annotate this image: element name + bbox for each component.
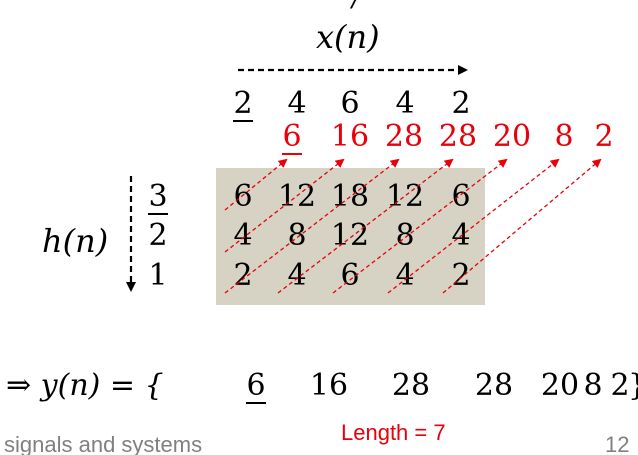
- product-cell: 8: [287, 218, 306, 253]
- product-cell: 2: [451, 258, 470, 293]
- diagonal-sum: 28: [439, 119, 477, 154]
- diagonal-sum: 8: [554, 119, 573, 154]
- product-cell: 8: [395, 218, 414, 253]
- product-grid: 6121812648128424642: [233, 179, 470, 293]
- footer-course-title: signals and systems: [4, 432, 202, 455]
- diagonal-arrow: [224, 158, 288, 211]
- result-value: 6: [246, 368, 265, 403]
- product-cell: 4: [287, 258, 306, 293]
- length-label: Length = 7: [341, 420, 446, 445]
- diagonal-sum: 6: [282, 119, 301, 154]
- product-cell: 12: [331, 218, 369, 253]
- result-value: 8: [583, 368, 602, 403]
- result-value: 20: [541, 368, 579, 403]
- h-values-column: 3 2 1: [148, 179, 168, 293]
- diagonal-arrow: [442, 158, 602, 294]
- product-cell: 2: [233, 258, 252, 293]
- result-value: 28: [475, 368, 513, 403]
- diagonal-arrow: [277, 158, 454, 294]
- h-label: h(n): [42, 222, 108, 260]
- result-value: 16: [310, 368, 348, 403]
- diagonal-sum: 2: [594, 119, 613, 154]
- diagonal-sum: 16: [331, 119, 369, 154]
- x-label: x(n): [316, 18, 380, 56]
- diagonal-arrow: [387, 158, 560, 294]
- page-number: 12: [605, 432, 629, 455]
- product-cell: 4: [233, 218, 252, 253]
- product-cell: 12: [386, 179, 424, 214]
- x-value: 6: [340, 86, 359, 121]
- x-value: 4: [287, 86, 306, 121]
- diagonal-arrow: [224, 158, 345, 253]
- diagonal-sum: 20: [493, 119, 531, 154]
- result-value: 2: [610, 368, 629, 403]
- product-cell: 12: [278, 179, 316, 214]
- product-grid-background: [216, 168, 485, 305]
- x-value: 2: [233, 86, 252, 121]
- h-value: 2: [148, 218, 167, 253]
- diagonal-sum: 28: [385, 119, 423, 154]
- product-cell: 6: [233, 179, 252, 214]
- product-cell: 4: [395, 258, 414, 293]
- diagonal-arrows: [224, 158, 602, 294]
- x-value: 2: [451, 86, 470, 121]
- result-prefix: ⇒ y(n) = {: [6, 368, 164, 403]
- diagonal-arrow: [224, 158, 400, 294]
- top-fragment: /: [349, 0, 363, 13]
- h-value: 1: [148, 258, 167, 293]
- result-suffix: }: [628, 368, 638, 403]
- result-value: 28: [392, 368, 430, 403]
- product-cell: 6: [451, 179, 470, 214]
- diagonal-arrow: [332, 158, 508, 294]
- h-value: 3: [148, 179, 167, 214]
- x-value: 4: [395, 86, 414, 121]
